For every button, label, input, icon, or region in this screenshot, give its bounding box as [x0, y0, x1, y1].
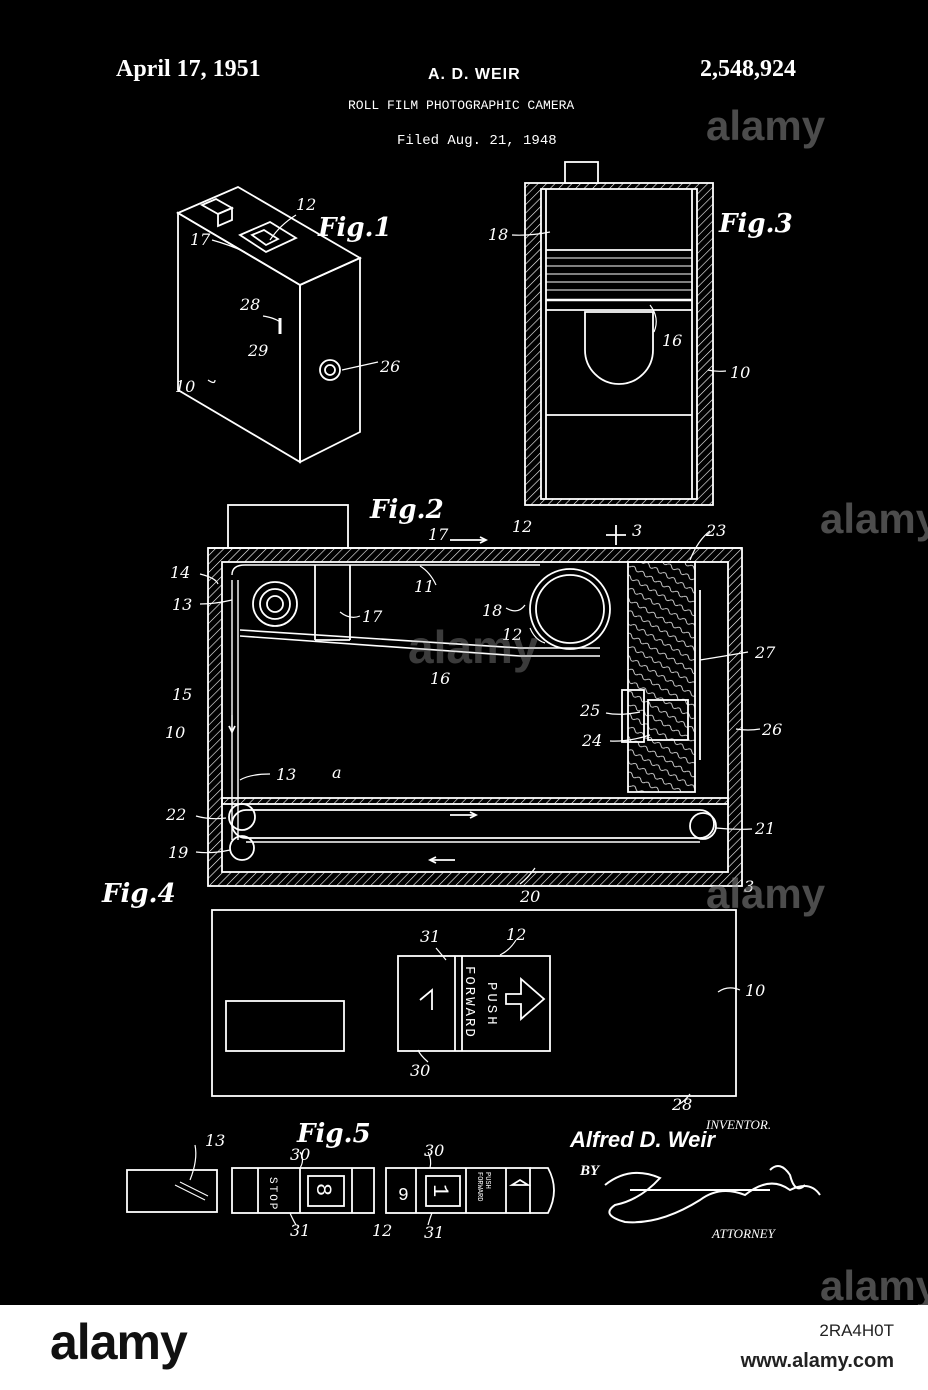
attorney-signature — [605, 1166, 820, 1222]
ref-17: 17 — [362, 607, 383, 626]
ref-10: 10 — [730, 363, 750, 382]
ref-23: 23 — [705, 521, 726, 540]
watermark-right-1: alamy — [706, 102, 825, 150]
watermark-footer: alamy 2RA4H0T www.alamy.com — [0, 1305, 928, 1390]
ref-13: 13 — [172, 595, 192, 614]
ref-31: 31 — [424, 1223, 444, 1242]
ref-18: 18 — [488, 225, 508, 244]
fig3-caption: Fig.3 — [718, 209, 793, 239]
ref-28: 28 — [239, 295, 260, 314]
frame-number-1: 1 — [427, 1184, 452, 1197]
ref-18: 18 — [482, 601, 502, 620]
ref-28: 28 — [671, 1095, 692, 1114]
ref-12: 12 — [296, 195, 316, 214]
watermark-center: alamy — [408, 620, 538, 674]
ref-27: 27 — [754, 643, 776, 662]
inventor-caption: INVENTOR. — [706, 1117, 771, 1133]
ref-10: 10 — [165, 723, 185, 742]
fig2-section-drawing — [208, 505, 742, 886]
stop-label: STOP — [266, 1177, 278, 1211]
ref-15: 15 — [172, 685, 192, 704]
ref-10: 10 — [175, 377, 195, 396]
ref-12: 12 — [512, 517, 532, 536]
ref-12: 12 — [372, 1221, 392, 1240]
image-id: 2RA4H0T — [819, 1321, 894, 1341]
ref-30: 30 — [424, 1141, 444, 1160]
ref-a: a — [332, 763, 342, 782]
frame-number-8: 8 — [310, 1183, 335, 1196]
ref-30: 30 — [410, 1061, 430, 1080]
push-label: PUSH — [483, 982, 499, 1028]
ref-24: 24 — [581, 731, 602, 750]
frame-number-9: 9 — [398, 1186, 409, 1206]
ref-20: 20 — [519, 887, 540, 906]
ref-10: 10 — [745, 981, 765, 1000]
ref-31: 31 — [290, 1221, 310, 1240]
watermark-right-4: alamy — [820, 1262, 928, 1310]
alamy-url: www.alamy.com — [741, 1350, 894, 1373]
ref-12: 12 — [506, 925, 526, 944]
ref-30: 30 — [290, 1145, 310, 1164]
ref-3: 3 — [632, 521, 642, 540]
ref-14: 14 — [170, 563, 190, 582]
fig4-caption: Fig.4 — [101, 879, 176, 909]
fig3-section-drawing — [525, 162, 713, 505]
forward-label: FORWARD — [461, 966, 477, 1039]
strip-push-label: PUSH — [483, 1172, 491, 1189]
strip-forward-label: FORWARD — [475, 1172, 483, 1201]
fig1-caption: Fig.1 — [317, 213, 392, 243]
ref-11: 11 — [414, 577, 434, 596]
ref-13: 13 — [276, 765, 296, 784]
by-label: BY — [580, 1163, 599, 1180]
watermark-right-3: alamy — [706, 870, 825, 918]
ref-25: 25 — [579, 701, 600, 720]
ref-22: 22 — [165, 805, 186, 824]
ref-31: 31 — [420, 927, 440, 946]
ref-26: 26 — [379, 357, 400, 376]
ref-17: 17 — [190, 230, 211, 249]
ref-17: 17 — [428, 525, 449, 544]
ref-29: 29 — [247, 341, 268, 360]
inventor-name: Alfred D. Weir — [570, 1127, 715, 1153]
fig2-caption: Fig.2 — [369, 495, 444, 525]
ref-13: 13 — [205, 1131, 225, 1150]
ref-21: 21 — [754, 819, 775, 838]
alamy-logo: alamy — [50, 1313, 187, 1371]
attorney-caption: ATTORNEY — [712, 1226, 775, 1242]
ref-19: 19 — [168, 843, 188, 862]
ref-26: 26 — [761, 720, 782, 739]
ref-16: 16 — [662, 331, 682, 350]
watermark-right-2: alamy — [820, 495, 928, 543]
